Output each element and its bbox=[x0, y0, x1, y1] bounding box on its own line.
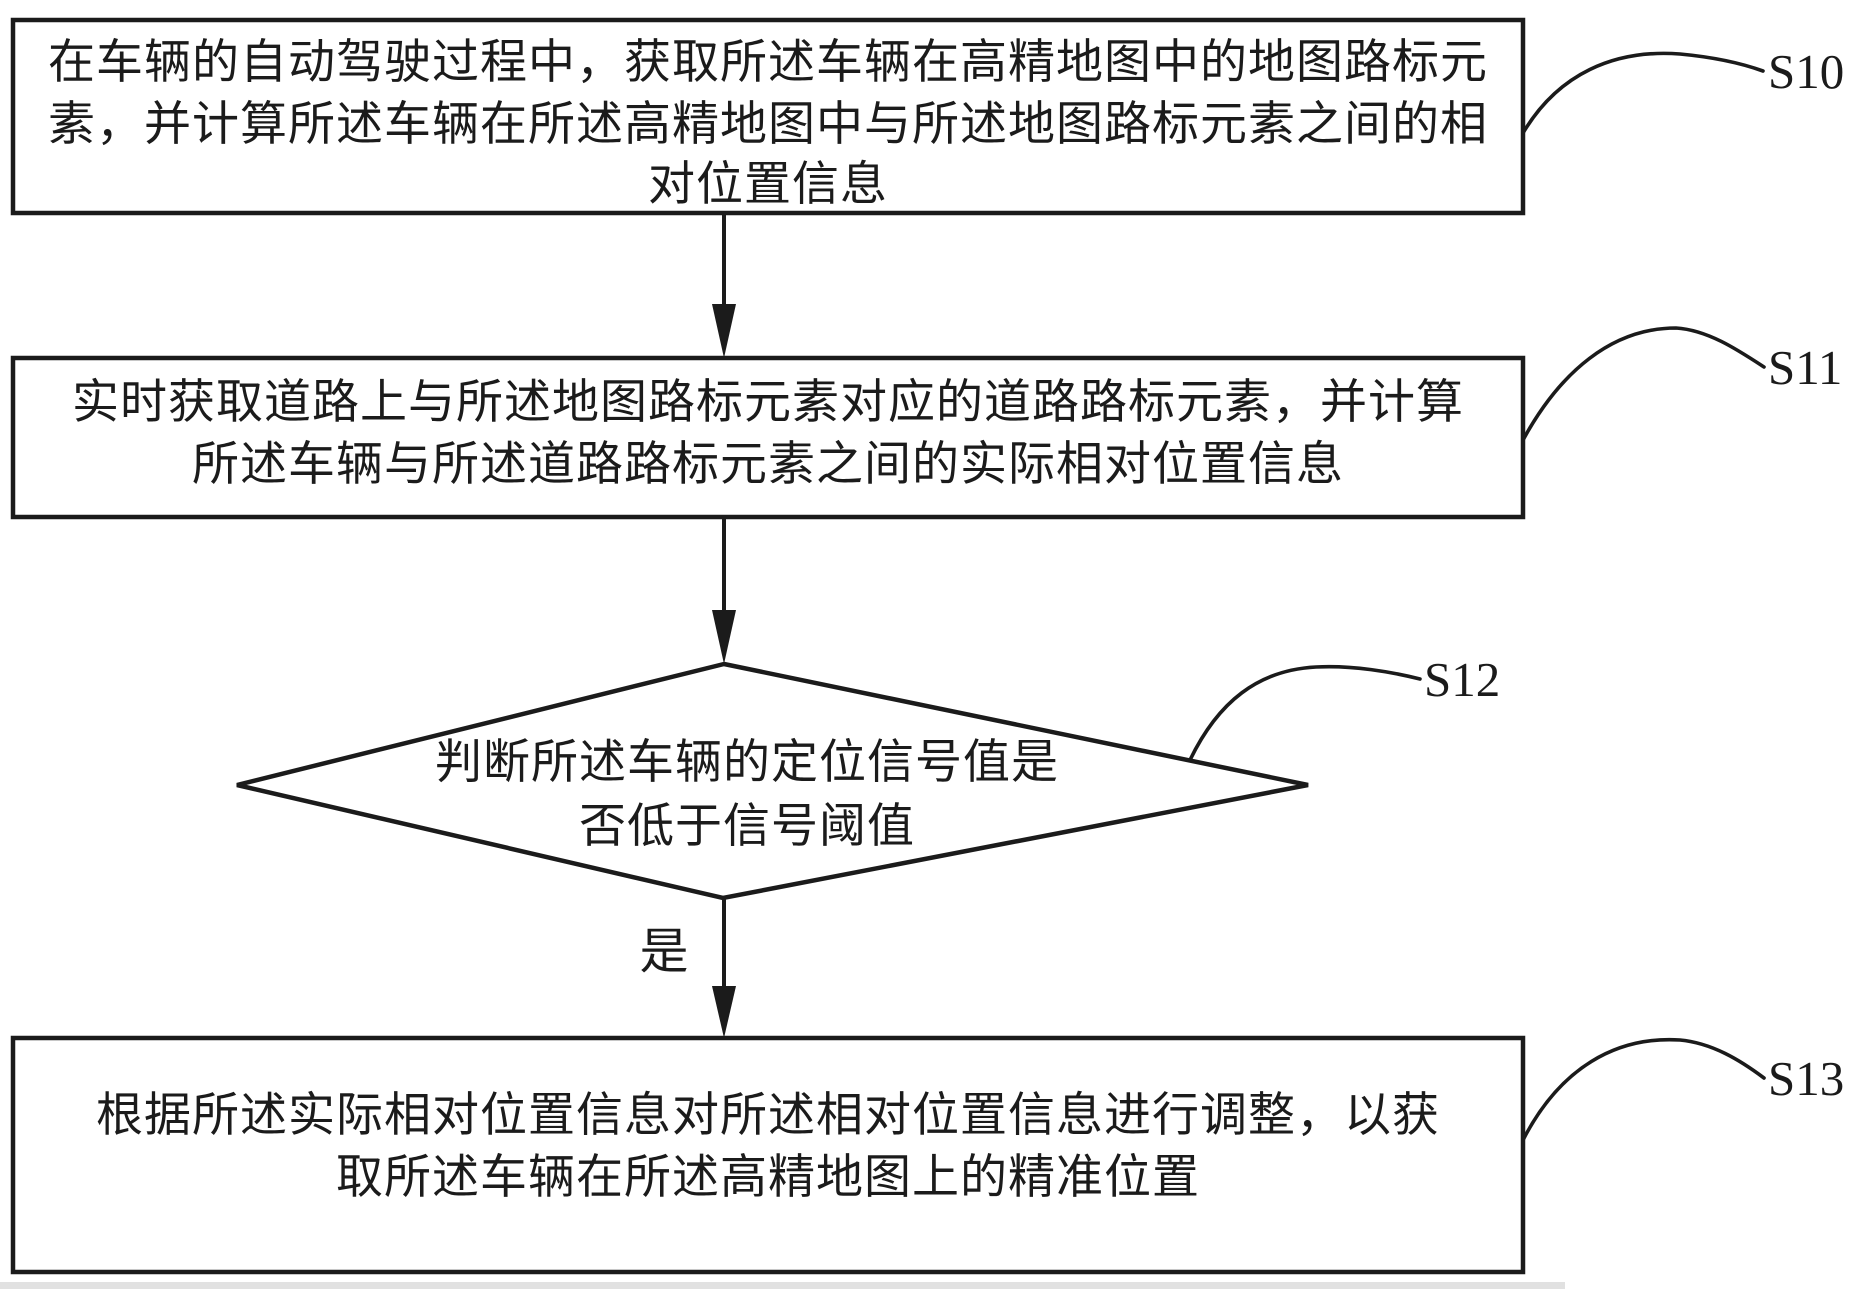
s12-leader-line bbox=[1188, 664, 1422, 762]
s11-process-box bbox=[10, 355, 1526, 520]
arrow-head-icon bbox=[712, 986, 736, 1038]
arrow-s11-to-s12 bbox=[712, 517, 736, 664]
s10-process-box bbox=[10, 17, 1526, 216]
s12-text-line2: 否低于信号阈值 bbox=[579, 801, 915, 853]
scan-artifact-band bbox=[0, 1282, 1565, 1289]
s10-leader-line bbox=[1521, 51, 1765, 135]
arrow-head-icon bbox=[712, 304, 736, 358]
s10-text-line3: 对位置信息 bbox=[648, 159, 888, 211]
s13-step-label: S13 bbox=[1768, 1051, 1844, 1106]
arrow-s12-to-s13: 是 bbox=[639, 898, 736, 1038]
s10-text-line2: 素，并计算所述车辆在所述高精地图中与所述地图路标元素之间的相 bbox=[48, 99, 1488, 151]
yes-branch-label: 是 bbox=[639, 924, 688, 979]
s11-leader-line bbox=[1521, 326, 1766, 442]
step-s10: 在车辆的自动驾驶过程中，获取所述车辆在高精地图中的地图路标元 素，并计算所述车辆… bbox=[10, 17, 1844, 216]
s11-step-label: S11 bbox=[1768, 340, 1842, 395]
arrow-s10-to-s11 bbox=[712, 213, 736, 358]
step-s11: 实时获取道路上与所述地图路标元素对应的道路路标元素，并计算 所述车辆与所述道路路… bbox=[10, 326, 1842, 520]
step-s12: 判断所述车辆的定位信号值是 否低于信号阈值 S12 bbox=[236, 652, 1500, 901]
s11-text-line2: 所述车辆与所述道路路标元素之间的实际相对位置信息 bbox=[192, 439, 1344, 491]
s13-text-line1: 根据所述实际相对位置信息对所述相对位置信息进行调整，以获 bbox=[96, 1090, 1440, 1142]
s10-step-label: S10 bbox=[1768, 44, 1844, 99]
s10-text-line1: 在车辆的自动驾驶过程中，获取所述车辆在高精地图中的地图路标元 bbox=[48, 37, 1488, 89]
s12-text-line1: 判断所述车辆的定位信号值是 bbox=[435, 737, 1059, 789]
s12-step-label: S12 bbox=[1424, 652, 1500, 707]
s13-process-box bbox=[10, 1035, 1526, 1275]
s13-leader-line bbox=[1521, 1037, 1766, 1142]
step-s13: 根据所述实际相对位置信息对所述相对位置信息进行调整，以获 取所述车辆在所述高精地… bbox=[10, 1035, 1844, 1275]
s13-text-line2: 取所述车辆在所述高精地图上的精准位置 bbox=[336, 1152, 1200, 1204]
s11-text-line1: 实时获取道路上与所述地图路标元素对应的道路路标元素，并计算 bbox=[72, 377, 1464, 429]
arrow-head-icon bbox=[712, 610, 736, 664]
